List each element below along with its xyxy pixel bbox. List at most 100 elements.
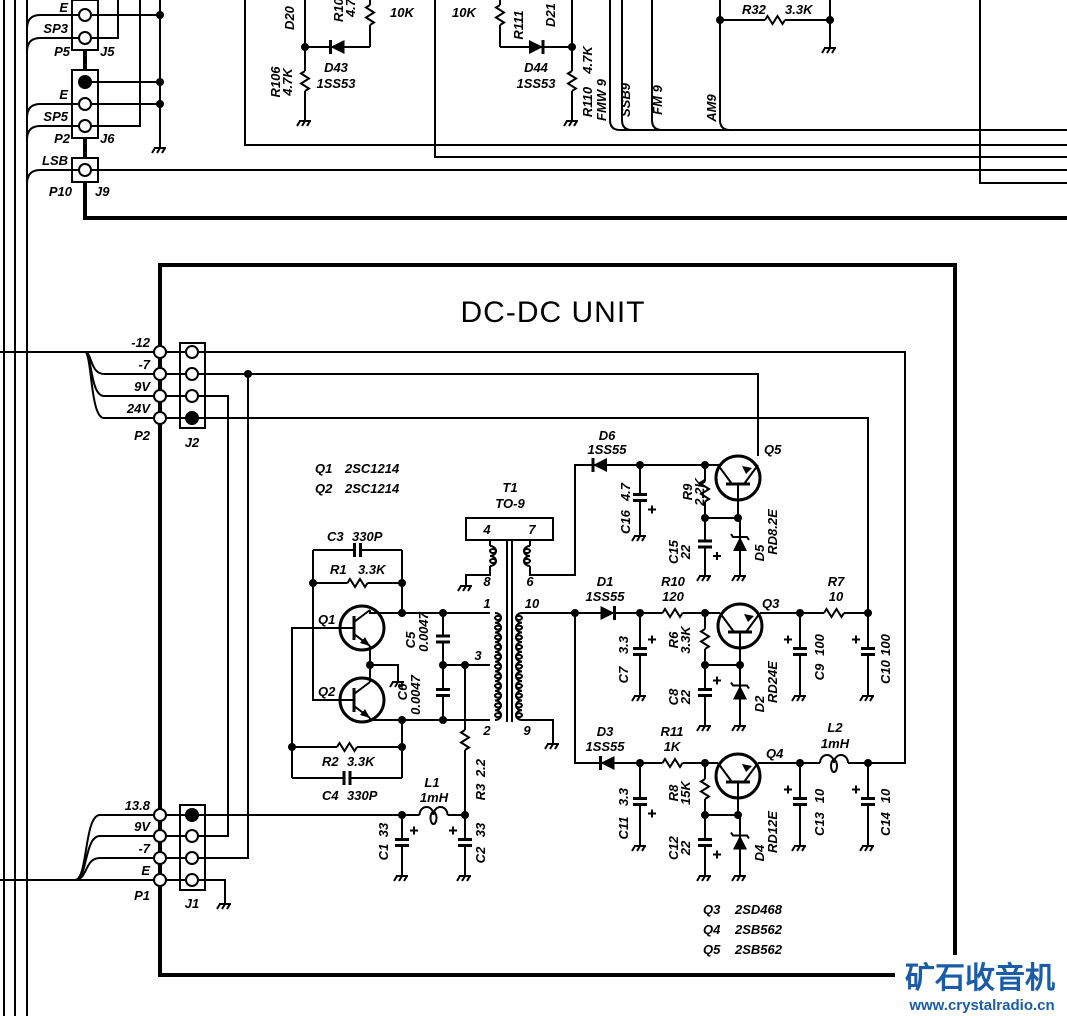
- ground-icon: [296, 115, 311, 127]
- ground-tick: [706, 725, 711, 732]
- coil-7-6: [523, 545, 531, 567]
- label: E: [59, 87, 68, 102]
- wire: [522, 719, 554, 738]
- ground-tick: [859, 695, 864, 702]
- ground-tick: [636, 695, 641, 702]
- capacitor-c11: [633, 763, 656, 840]
- transformer-pin-label: 2: [482, 723, 491, 738]
- coil-primary: [494, 612, 502, 721]
- transistor-lead: [717, 464, 733, 485]
- ground-tick: [796, 695, 801, 702]
- label: C14: [878, 811, 893, 836]
- connector-pin: [153, 829, 167, 843]
- zigzag: [346, 577, 369, 589]
- ground-icon: [696, 720, 711, 732]
- zigzag: [661, 607, 684, 619]
- label: 33: [473, 822, 488, 837]
- label: 2SC1214: [344, 481, 400, 496]
- bus-label: AM9: [704, 94, 719, 123]
- ground-tick: [226, 903, 231, 910]
- winding-loop: [494, 624, 502, 631]
- ground-tick: [706, 875, 711, 882]
- ground-tick: [641, 845, 646, 852]
- diode-triangle: [593, 458, 607, 472]
- diode-bar: [730, 533, 750, 541]
- diode-triangle: [733, 537, 747, 551]
- pin-label: 9V: [134, 379, 151, 394]
- winding: [418, 806, 449, 816]
- label: C3: [327, 529, 344, 544]
- transistor-arrow: [360, 709, 370, 718]
- ground-tick: [641, 535, 646, 542]
- signal-bus-wire: [651, 0, 1067, 131]
- ground-tick: [859, 845, 864, 852]
- label: 0.0047: [408, 674, 423, 715]
- diode-d6: [575, 458, 625, 472]
- ground-icon: [457, 580, 472, 592]
- diode-triangle: [733, 685, 747, 700]
- transformer-pin-label: 7: [528, 522, 536, 537]
- capacitor-c5: [436, 613, 450, 665]
- zigzag: [699, 480, 711, 503]
- ground-tick: [706, 575, 711, 582]
- label: R10: [661, 574, 686, 589]
- ground-tick: [296, 120, 301, 127]
- capacitor-c7: [633, 613, 656, 690]
- connector-pin: [78, 119, 92, 133]
- pin-label: 13.8: [125, 798, 151, 813]
- ground-tick: [864, 845, 869, 852]
- junction-dot: [156, 11, 164, 19]
- connector-pin: [185, 389, 199, 403]
- transformer-pin-label: 3: [474, 648, 482, 663]
- ground-tick: [457, 585, 462, 592]
- ground-icon: [696, 570, 711, 582]
- connector-pin: [185, 808, 199, 822]
- resistor-r106: [299, 47, 311, 115]
- ground-tick: [544, 743, 549, 750]
- ground-tick: [554, 743, 559, 750]
- label: Q4: [703, 922, 721, 937]
- diode-d44: [500, 40, 572, 54]
- ground-tick: [869, 845, 874, 852]
- resistor-r6: [699, 613, 711, 665]
- diode-d3: [575, 756, 640, 770]
- winding-loop: [515, 653, 523, 660]
- label: 10K: [390, 5, 415, 20]
- label: C9: [812, 663, 827, 680]
- junction-dot: [461, 661, 469, 669]
- ground-tick: [456, 875, 461, 882]
- diode-d1: [575, 606, 640, 620]
- connector-pin: [185, 367, 199, 381]
- diode-triangle: [733, 835, 747, 850]
- ground-tick: [731, 875, 736, 882]
- label: J9: [95, 184, 110, 199]
- ground-tick: [403, 875, 408, 882]
- ground-tick: [461, 875, 466, 882]
- ground-icon: [544, 738, 559, 750]
- label: 22: [678, 840, 693, 856]
- signal-bus-wire: [609, 0, 1067, 131]
- pin-label: 9V: [134, 819, 151, 834]
- zigzag: [336, 741, 358, 753]
- connector-pin: [153, 873, 167, 887]
- winding-loop: [515, 614, 523, 621]
- capacitor-c1: [395, 815, 418, 870]
- diode-triangle: [600, 756, 615, 770]
- connector-pin: [153, 808, 167, 822]
- plus-sign: [449, 826, 457, 835]
- capacitor-c12: [698, 815, 721, 870]
- label: C4: [322, 788, 339, 803]
- transformer-pin-label: 8: [483, 574, 491, 589]
- resistor-r10: [640, 607, 705, 619]
- junction-dot: [156, 100, 164, 108]
- ground-tick: [641, 695, 646, 702]
- label: R1: [330, 562, 347, 577]
- pin-wire-left: [26, 37, 78, 53]
- 24v-wire: [198, 417, 869, 613]
- ground-icon: [389, 676, 404, 688]
- ground-icon: [696, 870, 711, 882]
- label: 2SB562: [734, 942, 783, 957]
- ground-tick: [701, 575, 706, 582]
- zigzag: [459, 729, 471, 751]
- wire: [465, 566, 491, 580]
